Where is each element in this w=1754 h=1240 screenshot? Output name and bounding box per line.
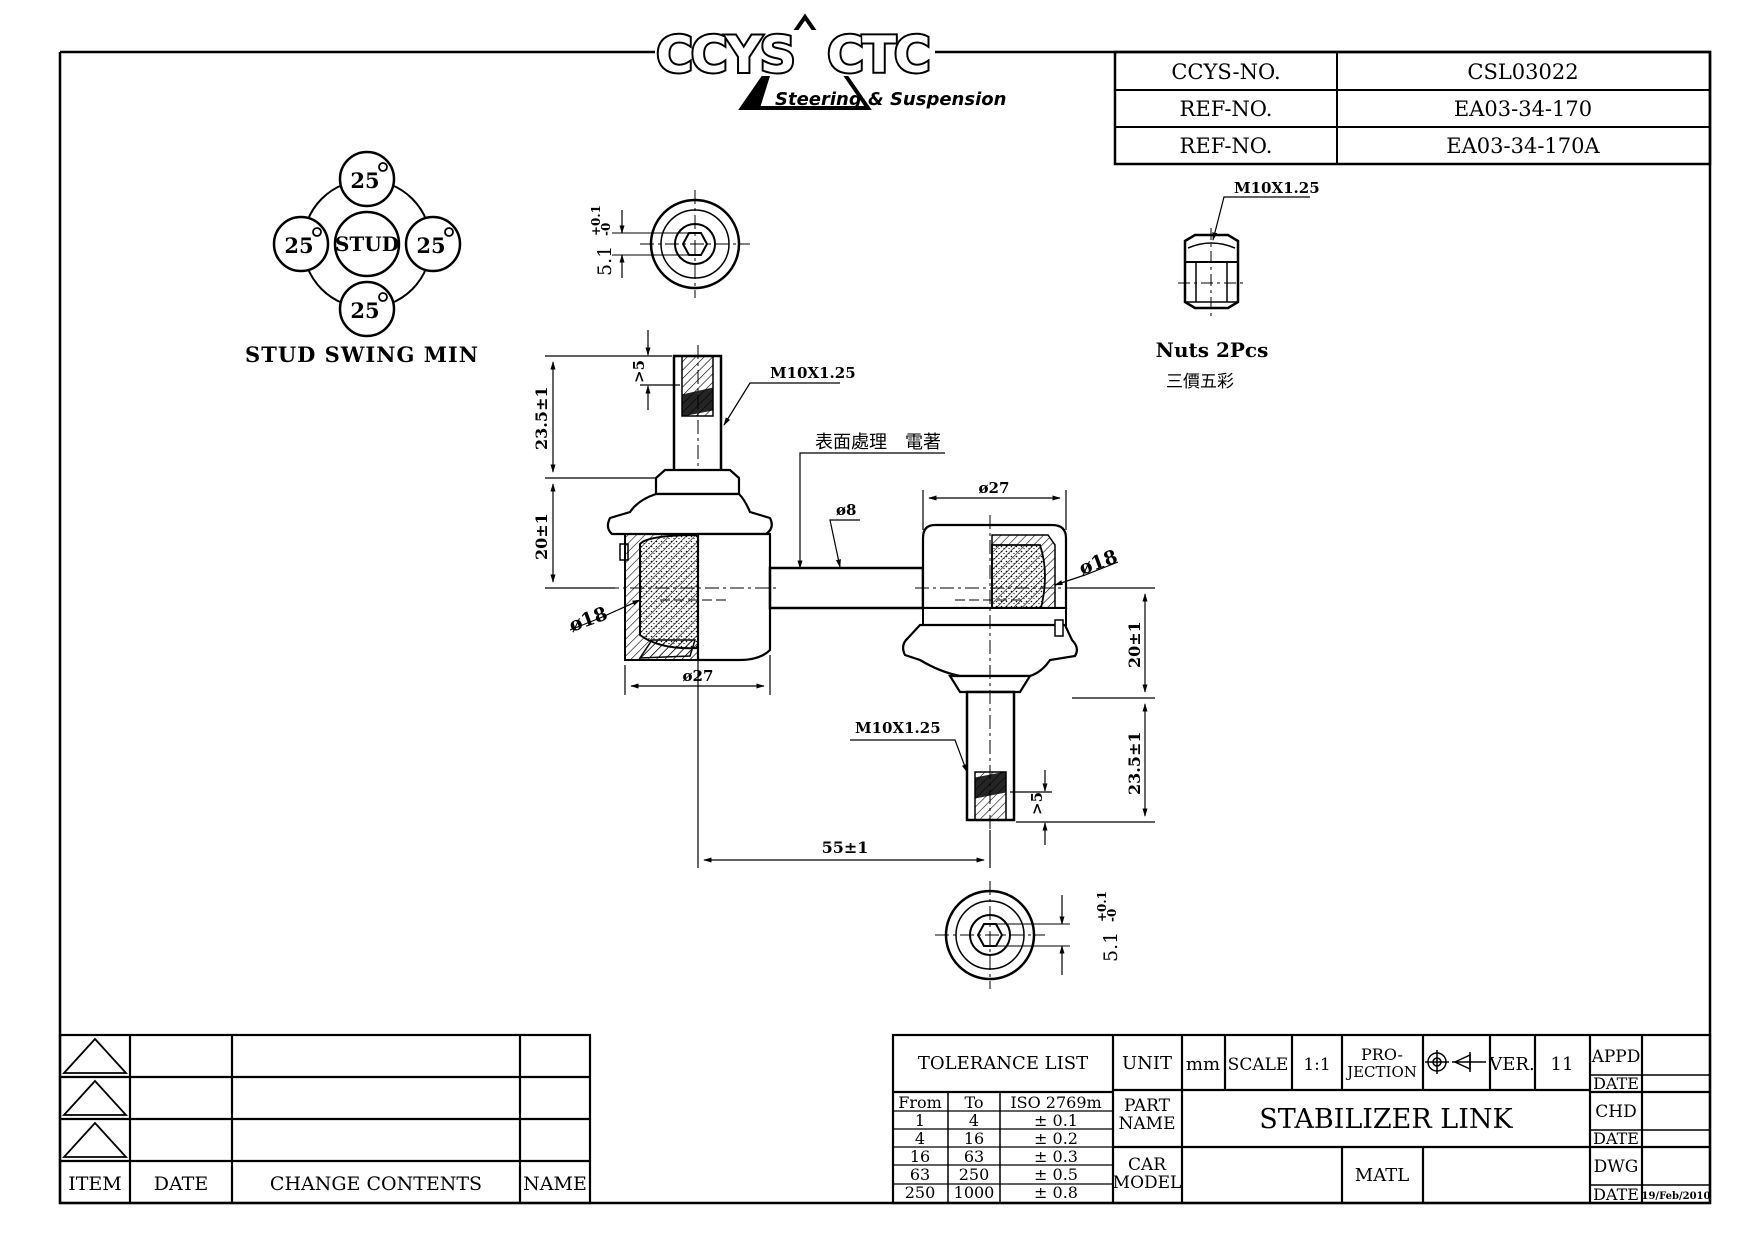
header-label-ccys-no: CCYS-NO. [1171,60,1280,84]
swing-center-label: STUD [335,232,399,256]
projection-label-2: JECTION [1345,1063,1417,1081]
tolerance-cell: 1000 [954,1183,995,1202]
dim-ball-dia-right-top: ø27 [979,479,1010,497]
tol-header-to: To [964,1093,983,1112]
dim-thread-length-bottom: 23.5±1 [1125,731,1144,795]
dim-sphere-left: ø18 [566,603,610,637]
chd-label: CHD [1595,1102,1636,1122]
dim-center-distance: 55±1 [822,838,869,857]
projection-symbol-icon [1425,1050,1486,1074]
top-hex-dim: 5.1 [594,246,616,276]
revision-block: ITEM DATE CHANGE CONTENTS NAME [58,1033,592,1205]
header-value-ccys-no: CSL03022 [1467,60,1578,84]
dim-gt5-bottom: >5 [1028,792,1046,815]
stud-swing-diagram: 25 25 25 25 STUD STUD SWING MIN [245,150,479,367]
bottom-hex-dim-plus: +0.1 [1095,891,1109,922]
revision-header-date: DATE [154,1173,208,1195]
dim-sphere-right: ø18 [1076,546,1120,580]
car-model-label-1: CAR [1128,1155,1167,1175]
top-hex-dim-plus: +0.1 [589,205,603,236]
header-label-ref-no-2: REF-NO. [1180,134,1273,158]
tolerance-list-title: TOLERANCE LIST [918,1053,1088,1074]
tolerance-cell: 63 [964,1147,984,1166]
chd-date-label: DATE [1593,1129,1639,1148]
dim-ball-dia-left-bottom: ø27 [683,667,714,685]
dim-thread-bottom: M10X1.25 [855,719,941,737]
company-logo: CCYS CTC Steering & Suspension [654,13,1006,110]
tolerance-cell: 16 [910,1147,930,1166]
tolerance-cell: ± 0.3 [1034,1147,1078,1166]
dim-ball-height-left: 20±1 [532,513,551,560]
tolerance-cell: 250 [905,1183,936,1202]
revision-header-change-contents: CHANGE CONTENTS [270,1173,482,1195]
tol-header-iso: ISO 2769m [1010,1093,1101,1112]
scale-label: SCALE [1228,1055,1289,1075]
nut-label: Nuts 2Pcs [1156,338,1269,362]
swing-angle-left: 25 [284,233,313,258]
swing-title: STUD SWING MIN [245,342,479,367]
unit-label: UNIT [1122,1053,1172,1074]
main-dimensions [545,330,1155,868]
tolerance-cell: 1 [915,1111,925,1130]
tolerance-cell: 16 [964,1129,984,1148]
header-label-ref-no-1: REF-NO. [1180,97,1273,121]
car-model-label-2: MODEL [1113,1173,1182,1193]
nut-drawing: M10X1.25 Nuts 2Pcs 三價五彩 [1156,179,1320,392]
part-name-value: STABILIZER LINK [1259,1104,1513,1135]
tolerance-cell: ± 0.1 [1034,1111,1078,1130]
part-name-label-1: PART [1124,1096,1171,1116]
header-value-ref-no-2: EA03-34-170A [1446,134,1600,158]
logo-brand-left: CCYS [656,26,794,84]
dim-gt5-top: >5 [630,360,648,383]
logo-tagline: Steering & Suspension [775,89,1006,110]
revision-header-name: NAME [523,1173,587,1195]
dim-thread-length-top: 23.5±1 [532,386,551,450]
nut-thread: M10X1.25 [1234,179,1320,197]
dwg-date-value: 19/Feb/2010 [1642,1191,1711,1202]
header-table: CCYS-NO. CSL03022 REF-NO. EA03-34-170 RE… [1113,50,1712,166]
dwg-date-label: DATE [1593,1185,1639,1204]
bottom-hex-dim: 5.1 [1100,932,1122,962]
dim-ball-height-right: 20±1 [1125,621,1144,668]
dim-thread-top: M10X1.25 [770,364,856,382]
scale-value: 1:1 [1303,1055,1330,1075]
bottom-hex-dim-minus: -0 [1105,909,1119,922]
swing-angle-bottom: 25 [350,298,379,323]
projection-label-1: PRO- [1361,1045,1403,1064]
header-value-ref-no-1: EA03-34-170 [1454,97,1592,121]
tolerance-cell: 250 [959,1165,990,1184]
swing-angle-top: 25 [350,168,379,193]
tolerance-cell: 4 [915,1129,925,1148]
top-hex-dim-minus: -0 [599,223,613,236]
part-name-label-2: NAME [1119,1114,1176,1134]
matl-label: MATL [1355,1165,1409,1186]
version-label: VER. [1488,1054,1534,1075]
bottom-hex-end-view: 5.1 +0.1 -0 [935,881,1122,989]
tol-header-from: From [898,1093,942,1112]
dim-surface-note: 表面處理 電著 [815,432,941,453]
tolerance-cell: ± 0.8 [1034,1183,1078,1202]
logo-brand-right: CTC [827,26,929,84]
tolerance-cell: ± 0.2 [1034,1129,1078,1148]
unit-value: mm [1186,1054,1220,1075]
nut-note: 三價五彩 [1166,372,1234,392]
tolerance-cell: ± 0.5 [1034,1165,1078,1184]
swing-angle-right: 25 [416,233,445,258]
tolerance-cell: 63 [910,1165,930,1184]
main-dimension-labels: 23.5±1 20±1 >5 M10X1.25 表面處理 電著 ø8 ø27 ø… [532,360,1144,857]
appd-label: APPD [1591,1047,1641,1067]
revision-header-item: ITEM [68,1173,122,1195]
stabilizer-link-drawing [605,345,1079,855]
appd-date-label: DATE [1593,1074,1639,1093]
top-hex-end-view: 5.1 +0.1 -0 [589,190,750,298]
dwg-label: DWG [1594,1157,1639,1177]
dim-rod-diameter: ø8 [836,501,856,519]
version-value: 11 [1551,1054,1574,1075]
tolerance-cell: 4 [969,1111,979,1130]
